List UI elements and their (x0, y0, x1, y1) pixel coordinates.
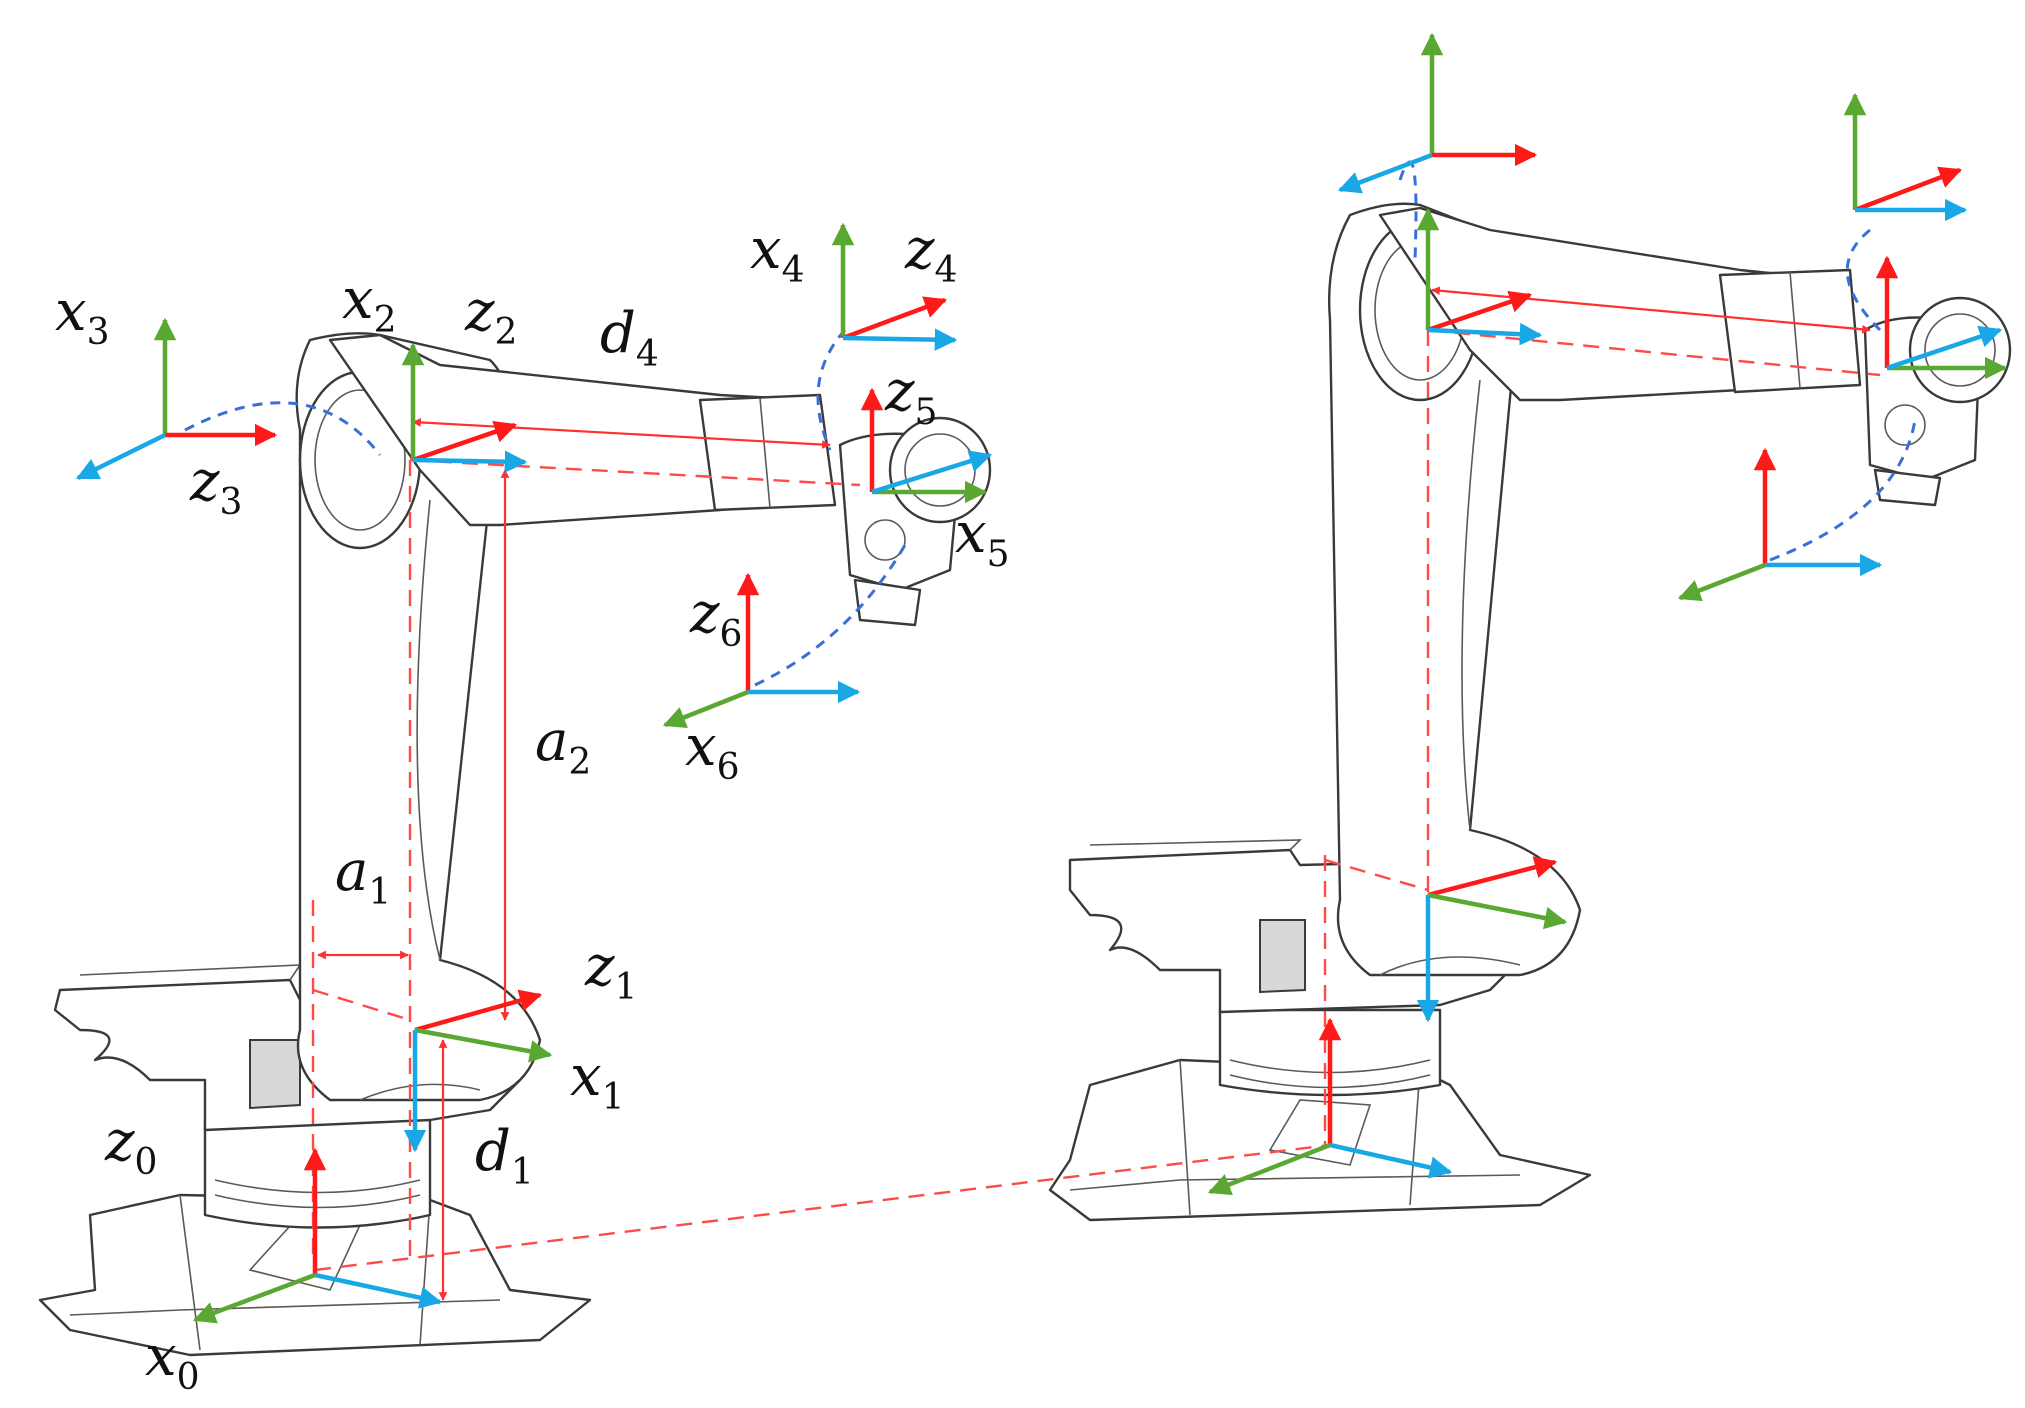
frame-right-2 (1416, 207, 1543, 346)
label-x5: x5 (955, 501, 1010, 575)
label-z4: z4 (904, 217, 957, 291)
frame-0 (192, 1147, 443, 1324)
label-x2: x2 (342, 267, 397, 341)
label-z2: z2 (464, 279, 517, 353)
label-x6: x6 (685, 714, 740, 788)
label-x3: x3 (55, 279, 110, 353)
label-z1: z1 (584, 934, 637, 1008)
label-z5: z5 (884, 359, 937, 433)
frame-right-0 (1207, 1017, 1453, 1196)
label-x4: x4 (750, 217, 805, 291)
label-z6: z6 (689, 581, 742, 655)
label-z0: z0 (104, 1109, 157, 1183)
frame-right-1 (1416, 856, 1568, 1023)
frame-right-4 (1843, 92, 1968, 222)
frame-3 (75, 317, 278, 481)
labels: x3 z3 x2 z2 d4 x4 z4 z5 x5 z6 x6 a2 a1 z… (55, 217, 1010, 1398)
frame-5 (860, 387, 993, 504)
label-d1: d1 (475, 1119, 534, 1193)
label-d4: d4 (600, 301, 659, 375)
label-x0: x0 (145, 1324, 200, 1398)
robot-right (1048, 202, 2012, 1222)
frame-right-6 (1677, 447, 1883, 602)
frame-4 (831, 222, 958, 351)
frame-2 (401, 342, 528, 473)
label-z3: z3 (189, 449, 242, 523)
label-a2: a2 (535, 709, 591, 783)
label-a1: a1 (335, 839, 391, 913)
label-x1: x1 (570, 1044, 625, 1118)
frame-right-3 (1337, 32, 1538, 194)
frame-right-5 (1875, 255, 2008, 380)
frames (75, 32, 2008, 1324)
robot-left-turret (203, 1118, 432, 1229)
frame-1 (403, 989, 553, 1153)
frame-6 (662, 572, 861, 728)
robot-left (38, 332, 992, 1357)
